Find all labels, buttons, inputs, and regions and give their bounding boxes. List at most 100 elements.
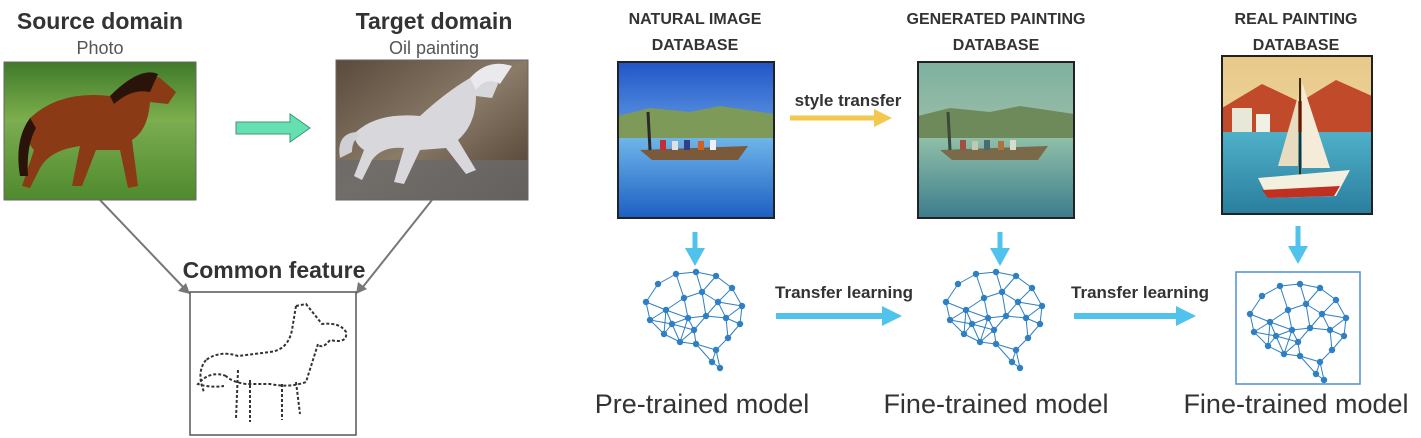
brain-node: [724, 334, 732, 342]
brain-node: [1258, 292, 1266, 300]
brain-edge: [945, 283, 959, 303]
brain-node: [1272, 332, 1280, 340]
brain-edge: [963, 309, 967, 335]
domain-transfer-arrow: [235, 113, 311, 143]
db2-title-line1: GENERATED PAINTING: [907, 11, 1086, 28]
brain-edge: [1261, 285, 1281, 297]
brain-edge: [649, 319, 673, 325]
fine-trained-model-label-1: Fine-trained model: [883, 389, 1108, 419]
brain-node: [976, 338, 984, 346]
common-feature-connectors: [99, 199, 433, 294]
natural-image-lake: [617, 61, 775, 219]
brain-edge: [663, 309, 667, 335]
brain-edge: [695, 343, 713, 363]
brain-edge: [957, 273, 977, 285]
brain-node: [962, 306, 970, 314]
brain-edge: [1335, 299, 1347, 319]
brain-node: [1312, 370, 1320, 378]
brain-node: [946, 316, 954, 324]
brain-edge: [995, 271, 1003, 293]
brain-node: [990, 326, 998, 334]
brain-edge: [1299, 283, 1321, 289]
brain-edge: [665, 297, 685, 311]
brain-edge: [649, 319, 665, 335]
brain-edge: [979, 317, 989, 343]
brain-edge: [645, 301, 667, 311]
brain-edge: [1001, 291, 1007, 317]
brain-node: [960, 330, 968, 338]
brain-edge: [695, 271, 717, 277]
brain-node: [1246, 310, 1254, 318]
brain-edge: [717, 301, 743, 307]
transfer-learning-arrow-1: [776, 306, 902, 326]
brain-node: [1284, 306, 1292, 314]
brain-edge: [1017, 287, 1033, 303]
brain-edge: [665, 309, 689, 319]
brain-node: [1016, 364, 1024, 372]
brain-node: [698, 288, 706, 296]
brain-node: [692, 340, 700, 348]
transfer-learning-label-1: Transfer learning: [775, 283, 913, 302]
style-transfer-label: style transfer: [795, 91, 902, 110]
brain-node: [642, 298, 650, 306]
down-arrows: [685, 226, 1308, 266]
brain-edge: [971, 323, 981, 343]
brain-node: [660, 330, 668, 338]
brain-edge: [995, 343, 1013, 363]
brain-edge: [1305, 303, 1311, 329]
brain-node: [668, 320, 676, 328]
real-painting-harbor: [1221, 55, 1373, 215]
common-feature-sketch: [189, 291, 357, 436]
brain-edge: [965, 309, 989, 319]
brain-node: [1008, 358, 1016, 366]
brain-node: [998, 288, 1006, 296]
brain-edge: [975, 273, 985, 299]
transfer-learning-label-2: Transfer learning: [1071, 283, 1209, 302]
source-domain-subtitle: Photo: [76, 38, 123, 58]
brain-node: [1038, 302, 1046, 310]
brain-edge: [1309, 327, 1331, 331]
brain-edge: [695, 343, 717, 351]
brain-edge: [701, 291, 707, 317]
brain-node: [1280, 350, 1288, 358]
brain-node: [646, 316, 654, 324]
brain-node: [1316, 358, 1324, 366]
brain-edge: [1015, 275, 1033, 289]
source-photo-horse: [3, 61, 197, 201]
brain-node: [1250, 328, 1258, 336]
brain-edge: [1299, 355, 1321, 363]
brain-edge: [657, 273, 677, 285]
brain-edge: [1299, 355, 1317, 375]
brain-node: [680, 294, 688, 302]
brain-networks: [642, 268, 1350, 384]
brain-edge: [1279, 283, 1301, 287]
brain-edge: [1017, 301, 1043, 307]
brain-node: [1296, 280, 1304, 288]
brain-edge: [949, 319, 965, 335]
brain-edge: [945, 301, 967, 311]
brain-node: [654, 280, 662, 288]
brain-node: [1264, 342, 1272, 350]
brain-edge: [675, 271, 697, 275]
brain-network-icon: [1246, 280, 1350, 384]
brain-node: [690, 326, 698, 334]
final-model-highlight-box: [1235, 271, 1361, 385]
brain-edge: [971, 323, 995, 331]
brain-edge: [1275, 335, 1299, 343]
db2-title-line2: DATABASE: [953, 37, 1040, 54]
brain-edge: [725, 305, 743, 319]
brain-node: [1012, 346, 1020, 354]
brain-node: [980, 294, 988, 302]
brain-node: [1340, 332, 1348, 340]
brain-node: [954, 280, 962, 288]
brain-network-icon: [942, 268, 1046, 372]
brain-edge: [715, 275, 733, 289]
brain-node: [1014, 298, 1022, 306]
brain-node: [716, 364, 724, 372]
brain-edge: [1321, 299, 1337, 315]
brain-edge: [1329, 329, 1333, 351]
brain-edge: [1329, 317, 1347, 331]
brain-node: [968, 320, 976, 328]
brain-node: [972, 270, 980, 278]
